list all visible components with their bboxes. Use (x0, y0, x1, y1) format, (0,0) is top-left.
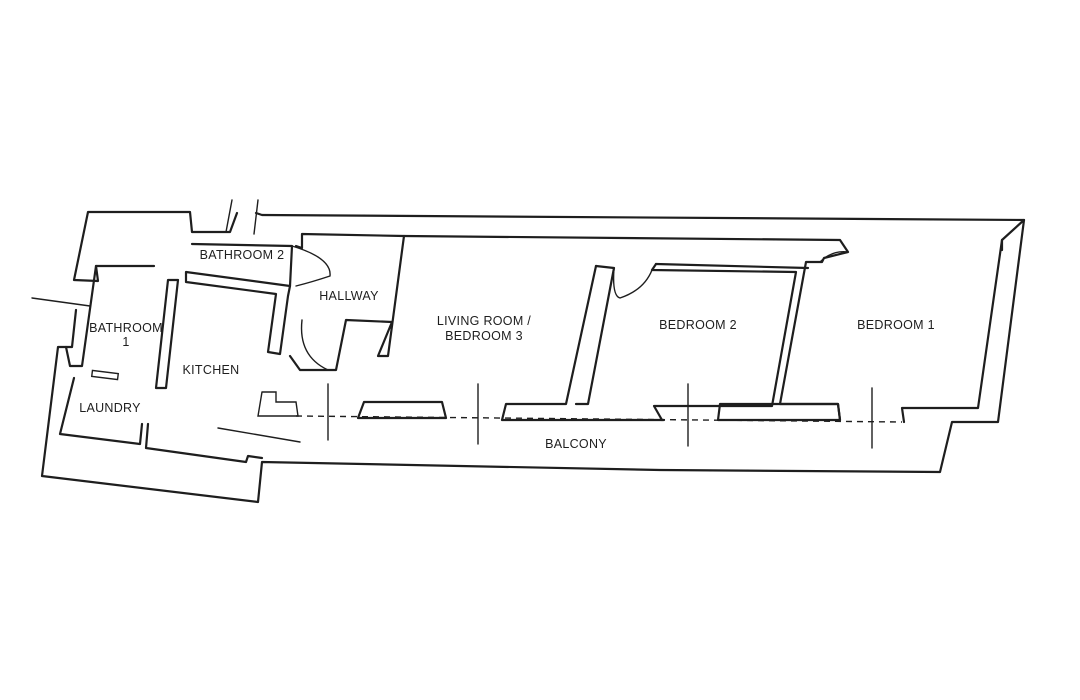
label-living-line1: LIVING ROOM / (437, 314, 531, 328)
bedroom-walls (356, 234, 850, 422)
bedroom2-door-arc (612, 267, 653, 299)
room-labels: BATHROOM 2 HALLWAY BATHROOM 1 KITCHEN LA… (79, 248, 935, 451)
label-bathroom-1-line1: BATHROOM (89, 321, 163, 335)
outer-wall-top (72, 210, 239, 283)
label-bathroom-1-line2: 1 (122, 335, 129, 349)
label-bedroom-2: BEDROOM 2 (659, 318, 737, 332)
label-living-line2: BEDROOM 3 (445, 329, 523, 343)
balcony-line (295, 415, 903, 423)
hallway-wall (288, 232, 406, 372)
living-right-wall (402, 234, 850, 422)
bedroom2-left-wall (500, 264, 666, 422)
left-block-walls (58, 264, 299, 464)
label-bedroom-1: BEDROOM 1 (857, 318, 935, 332)
inner-wall-right (900, 238, 1004, 424)
label-laundry: LAUNDRY (79, 401, 141, 415)
entry-tick-left (225, 199, 233, 233)
bedroom1-door-arc (819, 251, 849, 263)
entry-tick-right (253, 199, 259, 235)
bathroom1-wall (64, 264, 98, 368)
door-opening-left (31, 297, 91, 307)
outer-wall-right (40, 218, 1026, 504)
bedroom2-top-wall (654, 262, 810, 270)
bedroom1-balcony-wall-segment (716, 402, 842, 422)
kitchen-left-wall (154, 278, 180, 390)
label-kitchen: KITCHEN (183, 363, 240, 377)
label-hallway: HALLWAY (319, 289, 379, 303)
living-balcony-wall-segment (356, 400, 448, 420)
bathroom2-door-arc (291, 245, 331, 287)
kitchen-bottom-wall (144, 422, 264, 464)
kitchen-top-wall (184, 270, 292, 356)
hallway-door-arc (300, 319, 329, 371)
door-opening-kitchen (217, 427, 301, 443)
laundry-fixture (90, 369, 120, 381)
balcony-markings (31, 199, 903, 449)
label-balcony: BALCONY (545, 437, 607, 451)
laundry-wall (58, 376, 144, 446)
outer-walls (40, 210, 1026, 504)
outer-wall-top-right (254, 211, 1026, 252)
kitchen-fixture (257, 391, 299, 417)
label-bathroom-2: BATHROOM 2 (200, 248, 285, 262)
bedroom2-inner-wall (650, 262, 798, 422)
bedroom2-left-wall-inner (574, 264, 616, 406)
bathroom2-hallway-walls (190, 232, 406, 372)
